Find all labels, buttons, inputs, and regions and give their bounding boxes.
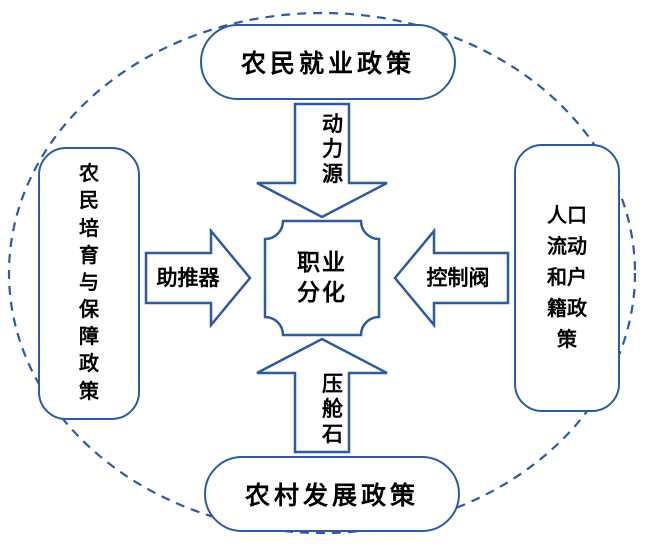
left-arrow-label-booster: 助推器 [156, 267, 220, 290]
top-arrow-shape [256, 102, 388, 219]
left-arrow-shape [144, 227, 252, 329]
right-arrow-label-control-valve: 控制阀 [426, 267, 490, 290]
right-arrow-shape [393, 227, 510, 329]
node-right-label: 人口流动和户籍政策 [547, 204, 587, 351]
node-top-label: 农民就业政策 [240, 50, 415, 78]
center-plaque-shape [263, 219, 381, 337]
node-top-employment-policy: 农民就业政策 [200, 24, 456, 100]
center-occupational-differentiation-label: 职业分化 [297, 249, 347, 305]
node-bottom-label: 农村发展政策 [244, 482, 419, 510]
node-left-label: 农民培育与保障政策 [79, 163, 99, 403]
bottom-arrow-shape [256, 337, 388, 454]
node-left-cultivation-security-policy: 农民培育与保障政策 [38, 147, 140, 420]
node-bottom-rural-development-policy: 农村发展政策 [204, 456, 460, 532]
node-right-mobility-hukou-policy: 人口流动和户籍政策 [514, 144, 620, 412]
dashed-ellipse-boundary [7, 11, 637, 535]
top-arrow-label-power-source: 动力源 [322, 113, 343, 186]
bottom-arrow-label-ballast: 压舱石 [322, 373, 343, 446]
